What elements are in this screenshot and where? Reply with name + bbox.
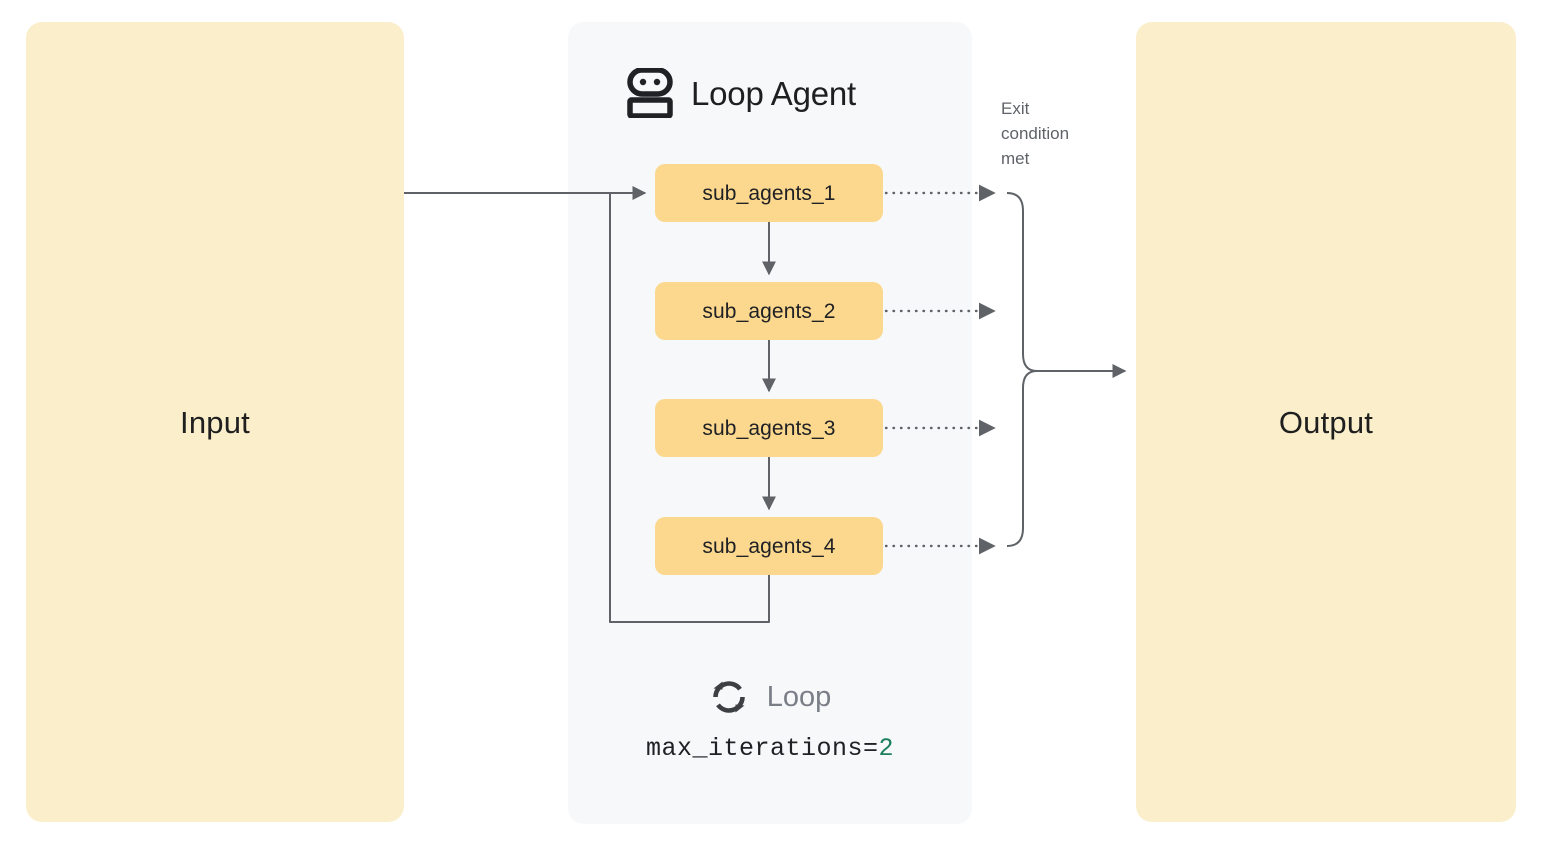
sub-agent-box-2[interactable]: sub_agents_2	[655, 282, 883, 340]
output-label: Output	[1278, 404, 1374, 440]
edge-brace-upper	[1006, 192, 1127, 378]
sub-agent-box-4[interactable]: sub_agents_4	[655, 517, 883, 575]
robot-icon	[627, 67, 673, 119]
max-iterations-key: max_iterations=	[645, 734, 879, 763]
input-panel: Input	[26, 22, 404, 822]
sub-agent-label-2: sub_agents_2	[702, 299, 836, 323]
exit-condition-note: Exit condition met	[1001, 99, 1070, 168]
edge-brace-lower	[1006, 370, 1038, 547]
sub-agent-box-3[interactable]: sub_agents_3	[655, 399, 883, 457]
max-iterations-text: max_iterations=2	[568, 734, 972, 763]
sub-agent-label-1: sub_agents_1	[702, 181, 836, 205]
output-panel: Output	[1136, 22, 1516, 822]
sub-agent-label-3: sub_agents_3	[702, 416, 836, 440]
sub-agent-label-4: sub_agents_4	[702, 534, 836, 558]
loop-sync-icon	[709, 677, 749, 717]
loop-agent-header: Loop Agent	[627, 62, 856, 124]
loop-footer: Loop max_iterations=2	[568, 672, 972, 763]
input-label: Input	[180, 404, 250, 440]
loop-agent-title: Loop Agent	[691, 74, 856, 112]
loop-footer-label: Loop	[766, 680, 832, 713]
loop-footer-row: Loop	[568, 672, 972, 722]
sub-agent-box-1[interactable]: sub_agents_1	[655, 164, 883, 222]
max-iterations-value: 2	[878, 734, 895, 763]
